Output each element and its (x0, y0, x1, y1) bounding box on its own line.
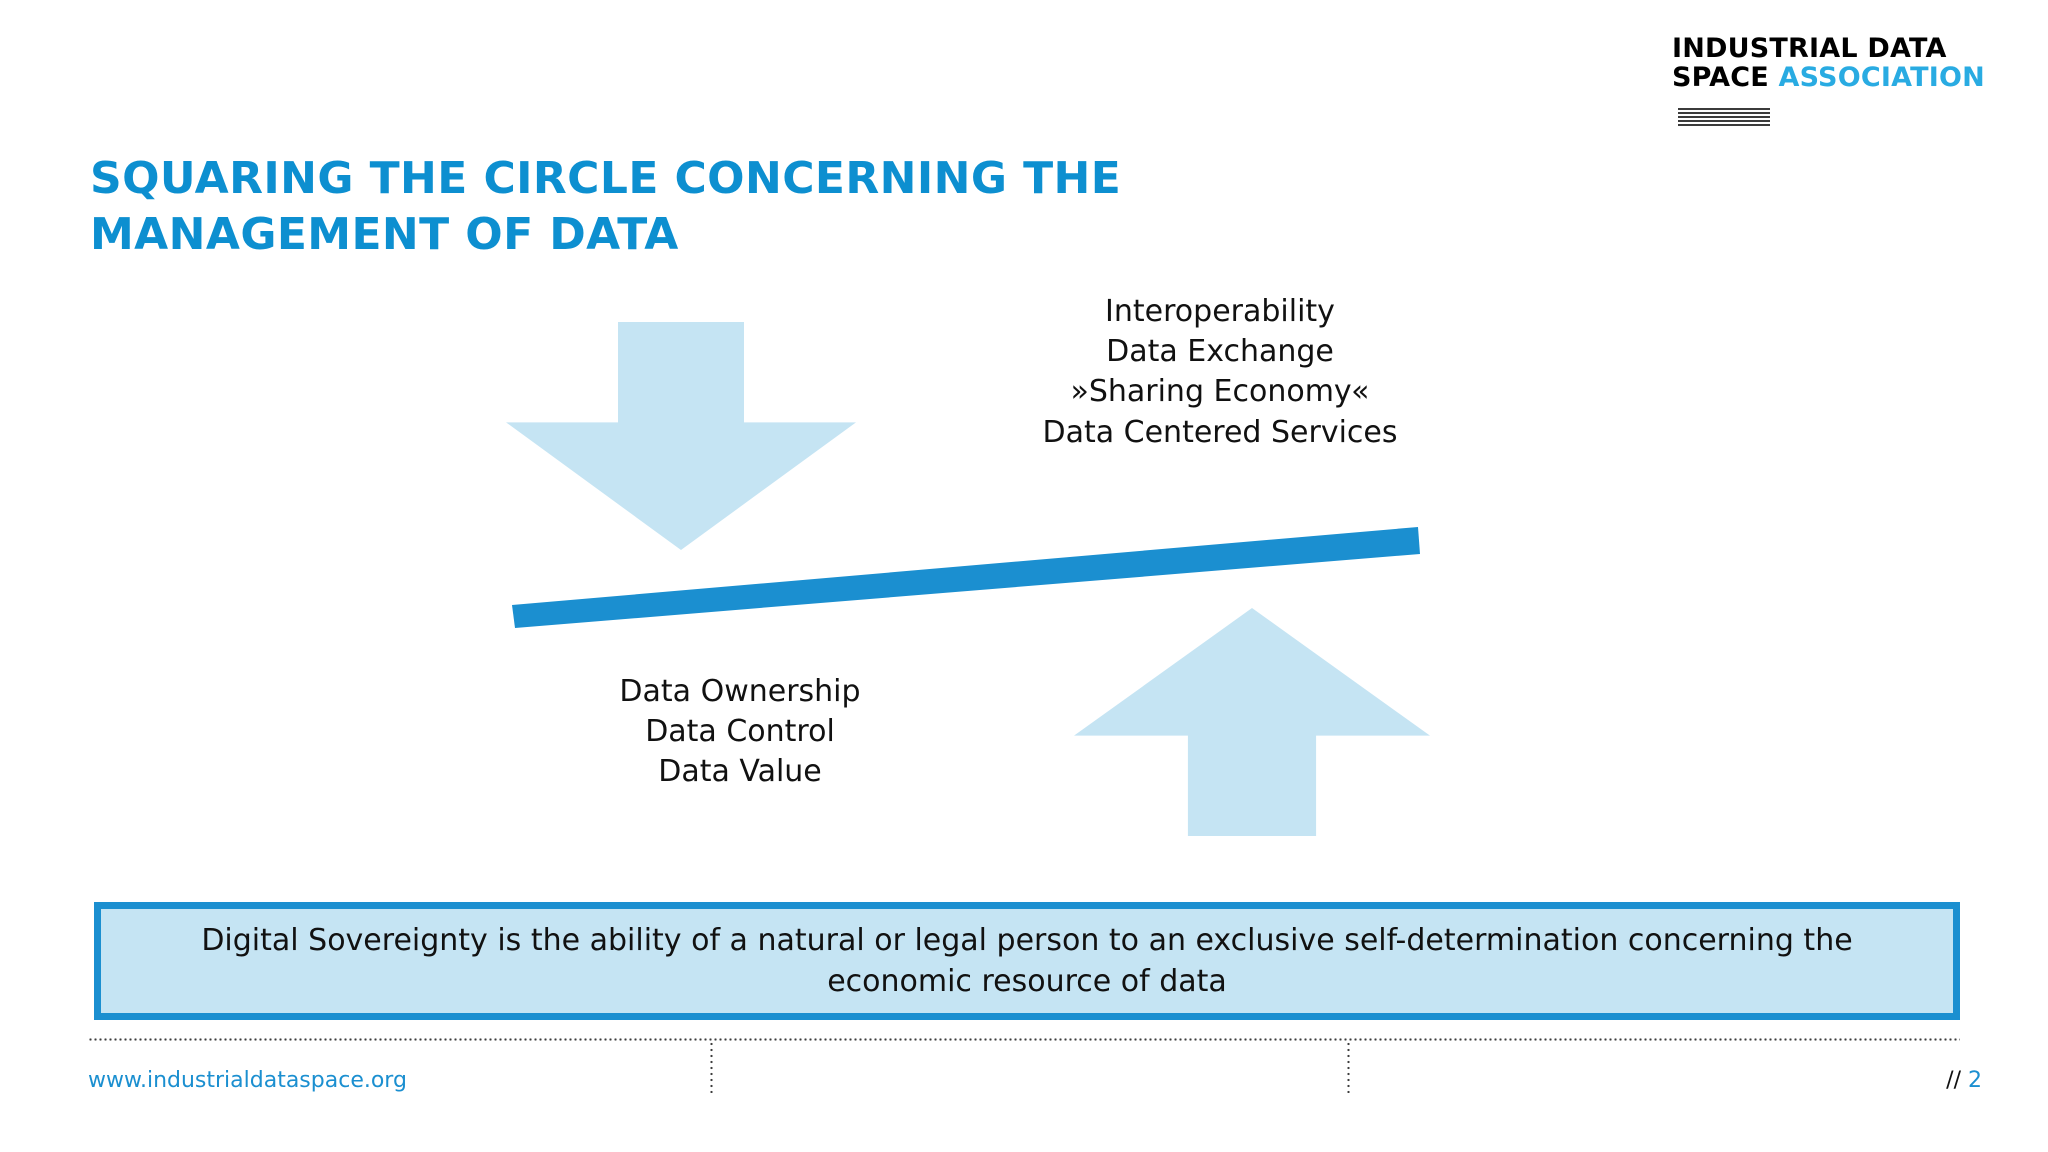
down-arrow-icon (506, 322, 856, 550)
footer-page-value: 2 (1968, 1068, 1982, 1093)
right-benefit-item-4: Data Centered Services (1042, 414, 1398, 450)
footer-tick-right (1347, 1041, 1350, 1093)
right-benefit-item-1: Interoperability (1105, 294, 1335, 329)
page-title-line-1: SQUARING THE CIRCLE CONCERNING THE (90, 153, 1122, 205)
footer-tick-left (710, 1041, 713, 1093)
footer-website-link[interactable]: www.industrialdataspace.org (88, 1068, 407, 1093)
logo-line-industrial-data: INDUSTRIAL DATA (1672, 33, 1947, 64)
right-benefit-item-2: Data Exchange (1106, 334, 1334, 370)
definition-callout-box: Digital Sovereignty is the ability of a … (94, 902, 1960, 1020)
footer-page-number: // 2 (1946, 1068, 1982, 1093)
page-title-line-2: MANAGEMENT OF DATA (90, 208, 679, 260)
left-concerns-list: Data Ownership Data Control Data Value (540, 672, 940, 793)
idsa-logo: INDUSTRIAL DATA SPACE ASSOCIATION (1672, 33, 1985, 128)
right-benefit-item-3: »Sharing Economy« (1070, 374, 1370, 410)
left-concern-item-1: Data Ownership (619, 674, 861, 709)
right-benefits-list: Interoperability Data Exchange »Sharing … (1010, 292, 1430, 453)
footer-divider (88, 1038, 1960, 1041)
footer-page-prefix: // (1946, 1068, 1961, 1093)
definition-callout-text: Digital Sovereignty is the ability of a … (201, 922, 1853, 999)
left-concern-item-2: Data Control (645, 714, 835, 750)
logo-association-word: ASSOCIATION (1778, 62, 1985, 94)
logo-space-word: SPACE (1672, 62, 1779, 94)
left-concern-item-3: Data Value (658, 754, 822, 790)
striped-bar-graphic-icon (1678, 108, 1770, 128)
up-arrow-icon (1074, 608, 1430, 836)
tilted-balance-bar-icon (512, 527, 1420, 628)
page-title: SQUARING THE CIRCLE CONCERNING THE MANAG… (90, 151, 1390, 262)
logo-line-space-association: SPACE ASSOCIATION (1672, 62, 1985, 94)
